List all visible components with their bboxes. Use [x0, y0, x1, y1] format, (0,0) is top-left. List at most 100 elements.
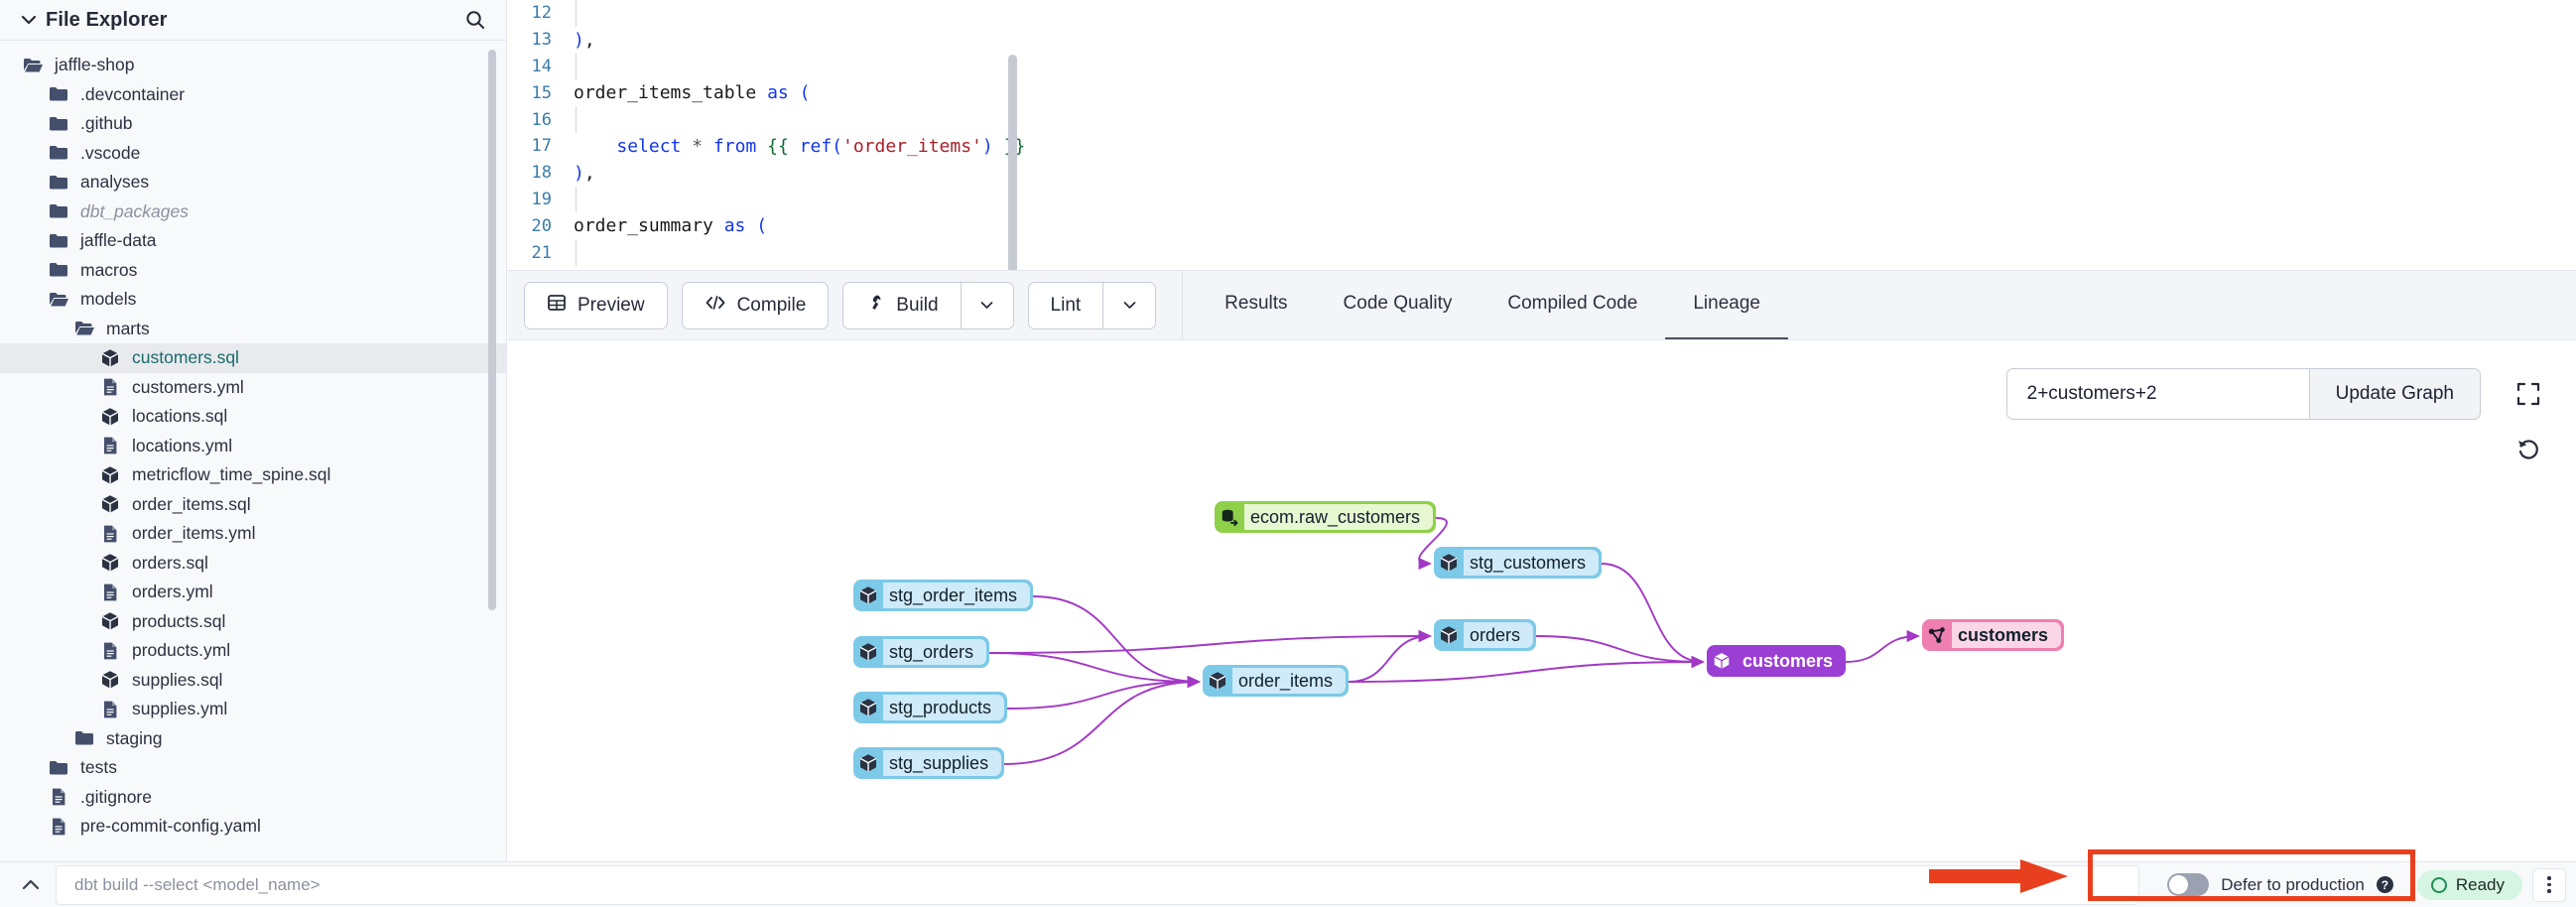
- tree-item-label: jaffle-data: [80, 230, 157, 251]
- line-number: 18: [531, 163, 552, 184]
- tree-item-marts[interactable]: marts: [0, 315, 506, 344]
- tree-item-orders-yml[interactable]: orders.yml: [0, 578, 506, 607]
- tree-item-jaffle-data[interactable]: jaffle-data: [0, 226, 506, 256]
- lineage-node-label: stg_products: [883, 695, 1005, 720]
- fullscreen-icon[interactable]: [2509, 374, 2548, 414]
- build-dropdown-caret[interactable]: [960, 281, 1014, 329]
- lineage-node-stg_products[interactable]: stg_products: [853, 692, 1008, 723]
- tree-item-staging[interactable]: staging: [0, 724, 506, 754]
- tree-item-label: staging: [106, 727, 163, 748]
- tab-compiled-code[interactable]: Compiled Code: [1507, 293, 1638, 314]
- tree-item-customers-yml[interactable]: customers.yml: [0, 373, 506, 403]
- defer-toggle[interactable]: [2167, 873, 2210, 896]
- tree-item-dbt-packages[interactable]: dbt_packages: [0, 197, 506, 227]
- help-icon[interactable]: ?: [2376, 876, 2393, 893]
- tree-item-order-items-sql[interactable]: order_items.sql: [0, 490, 506, 520]
- chevron-down-icon[interactable]: [18, 9, 40, 31]
- tree-item--devcontainer[interactable]: .devcontainer: [0, 80, 506, 110]
- tree-item-jaffle-shop[interactable]: jaffle-shop: [0, 51, 506, 80]
- tree-item-models[interactable]: models: [0, 285, 506, 315]
- tree-item-label: tests: [80, 757, 117, 778]
- tab-code-quality[interactable]: Code Quality: [1343, 293, 1453, 314]
- editor-scrollbar[interactable]: [1008, 55, 1017, 270]
- line-number: 22: [508, 269, 574, 270]
- tree-item-tests[interactable]: tests: [0, 753, 506, 783]
- lint-dropdown-caret[interactable]: [1102, 281, 1157, 329]
- lineage-node-ecom_raw_customers[interactable]: ecom.raw_customers: [1215, 501, 1437, 533]
- model-cube-icon: [853, 641, 883, 663]
- tree-item-supplies-sql[interactable]: supplies.sql: [0, 666, 506, 696]
- code-line: 18),: [508, 160, 2576, 187]
- file-explorer-header: File Explorer: [0, 0, 506, 41]
- model-cube-icon: [97, 669, 123, 691]
- tree-item-label: supplies.sql: [132, 669, 223, 690]
- tree-item-label: order_items.sql: [132, 493, 251, 514]
- test-node-icon: [1922, 625, 1952, 645]
- graph-controls: 2+customers+2 Update Graph: [2005, 368, 2481, 420]
- lineage-node-label: stg_customers: [1464, 550, 1600, 576]
- tree-item-orders-sql[interactable]: orders.sql: [0, 549, 506, 579]
- tree-item-label: .vscode: [80, 142, 141, 163]
- lineage-edge: [1004, 675, 1201, 765]
- tree-item-products-sql[interactable]: products.sql: [0, 607, 506, 637]
- code-text: order_items_table as (: [574, 82, 811, 104]
- lineage-node-customers_model[interactable]: customers: [1707, 645, 1847, 677]
- build-button[interactable]: Build: [842, 281, 961, 329]
- indent-guide: [576, 53, 577, 80]
- tree-item-label: products.sql: [132, 610, 226, 631]
- lineage-node-stg_orders[interactable]: stg_orders: [853, 636, 990, 668]
- tree-item-locations-yml[interactable]: locations.yml: [0, 432, 506, 461]
- tree-item-macros[interactable]: macros: [0, 256, 506, 286]
- tree-item--vscode[interactable]: .vscode: [0, 139, 506, 169]
- preview-button[interactable]: Preview: [524, 281, 668, 329]
- tree-item-analyses[interactable]: analyses: [0, 168, 506, 197]
- tab-lineage[interactable]: Lineage: [1665, 271, 1788, 340]
- tree-item-label: models: [80, 289, 137, 310]
- tree-item-products-yml[interactable]: products.yml: [0, 636, 506, 666]
- lineage-node-order_items[interactable]: order_items: [1203, 665, 1350, 697]
- lineage-node-customers_test[interactable]: customers: [1922, 619, 2065, 651]
- tree-item-label: locations.yml: [132, 435, 233, 455]
- tree-item-label: .gitignore: [80, 786, 152, 807]
- lineage-node-stg_supplies[interactable]: stg_supplies: [853, 747, 1005, 779]
- tree-item--gitignore[interactable]: .gitignore: [0, 783, 506, 813]
- code-text: select: [574, 269, 681, 270]
- reset-graph-icon[interactable]: [2509, 430, 2548, 469]
- tree-item-order-items-yml[interactable]: order_items.yml: [0, 519, 506, 549]
- command-input[interactable]: dbt build --select <model_name>: [56, 864, 2140, 905]
- graph-selector-input[interactable]: 2+customers+2: [2005, 368, 2310, 420]
- sidebar-scrollbar[interactable]: [488, 50, 496, 610]
- line-number: 19: [531, 189, 552, 209]
- tree-item-customers-sql[interactable]: customers.sql: [0, 343, 506, 373]
- status-right-group: Defer to production ? Ready: [2139, 866, 2566, 903]
- lineage-node-stg_customers[interactable]: stg_customers: [1434, 547, 1603, 579]
- folder-icon: [71, 727, 97, 749]
- search-icon[interactable]: [462, 7, 488, 33]
- lineage-node-stg_order_items[interactable]: stg_order_items: [853, 580, 1034, 611]
- editor-toolbar: Preview Compile Build Lint: [508, 270, 2576, 340]
- tree-item-locations-sql[interactable]: locations.sql: [0, 402, 506, 432]
- defer-to-production-control[interactable]: Defer to production ?: [2153, 866, 2407, 903]
- tree-item-metricflow-time-spine-sql[interactable]: metricflow_time_spine.sql: [0, 460, 506, 490]
- update-graph-button[interactable]: Update Graph: [2309, 368, 2481, 420]
- lint-button[interactable]: Lint: [1027, 281, 1103, 329]
- annotation-arrow: [1929, 859, 2068, 893]
- tree-item-supplies-yml[interactable]: supplies.yml: [0, 695, 506, 724]
- lineage-edge: [1007, 675, 1201, 710]
- chevron-down-icon: [980, 302, 993, 309]
- compile-button[interactable]: Compile: [681, 281, 830, 329]
- more-vertical-icon[interactable]: [2532, 867, 2566, 902]
- chevron-up-icon[interactable]: [10, 864, 52, 906]
- status-command-bar: dbt build --select <model_name> Defer to…: [0, 861, 2576, 907]
- tree-item-pre-commit-config-yaml[interactable]: pre-commit-config.yaml: [0, 812, 506, 842]
- tree-item--github[interactable]: .github: [0, 109, 506, 139]
- table-grid-icon: [547, 293, 567, 319]
- page-title: File Explorer: [46, 8, 168, 31]
- tab-results[interactable]: Results: [1224, 293, 1288, 314]
- toolbar-divider: [1182, 270, 1184, 340]
- lineage-node-orders[interactable]: orders: [1434, 619, 1537, 651]
- status-badge: Ready: [2416, 869, 2522, 900]
- folder-icon: [46, 83, 71, 105]
